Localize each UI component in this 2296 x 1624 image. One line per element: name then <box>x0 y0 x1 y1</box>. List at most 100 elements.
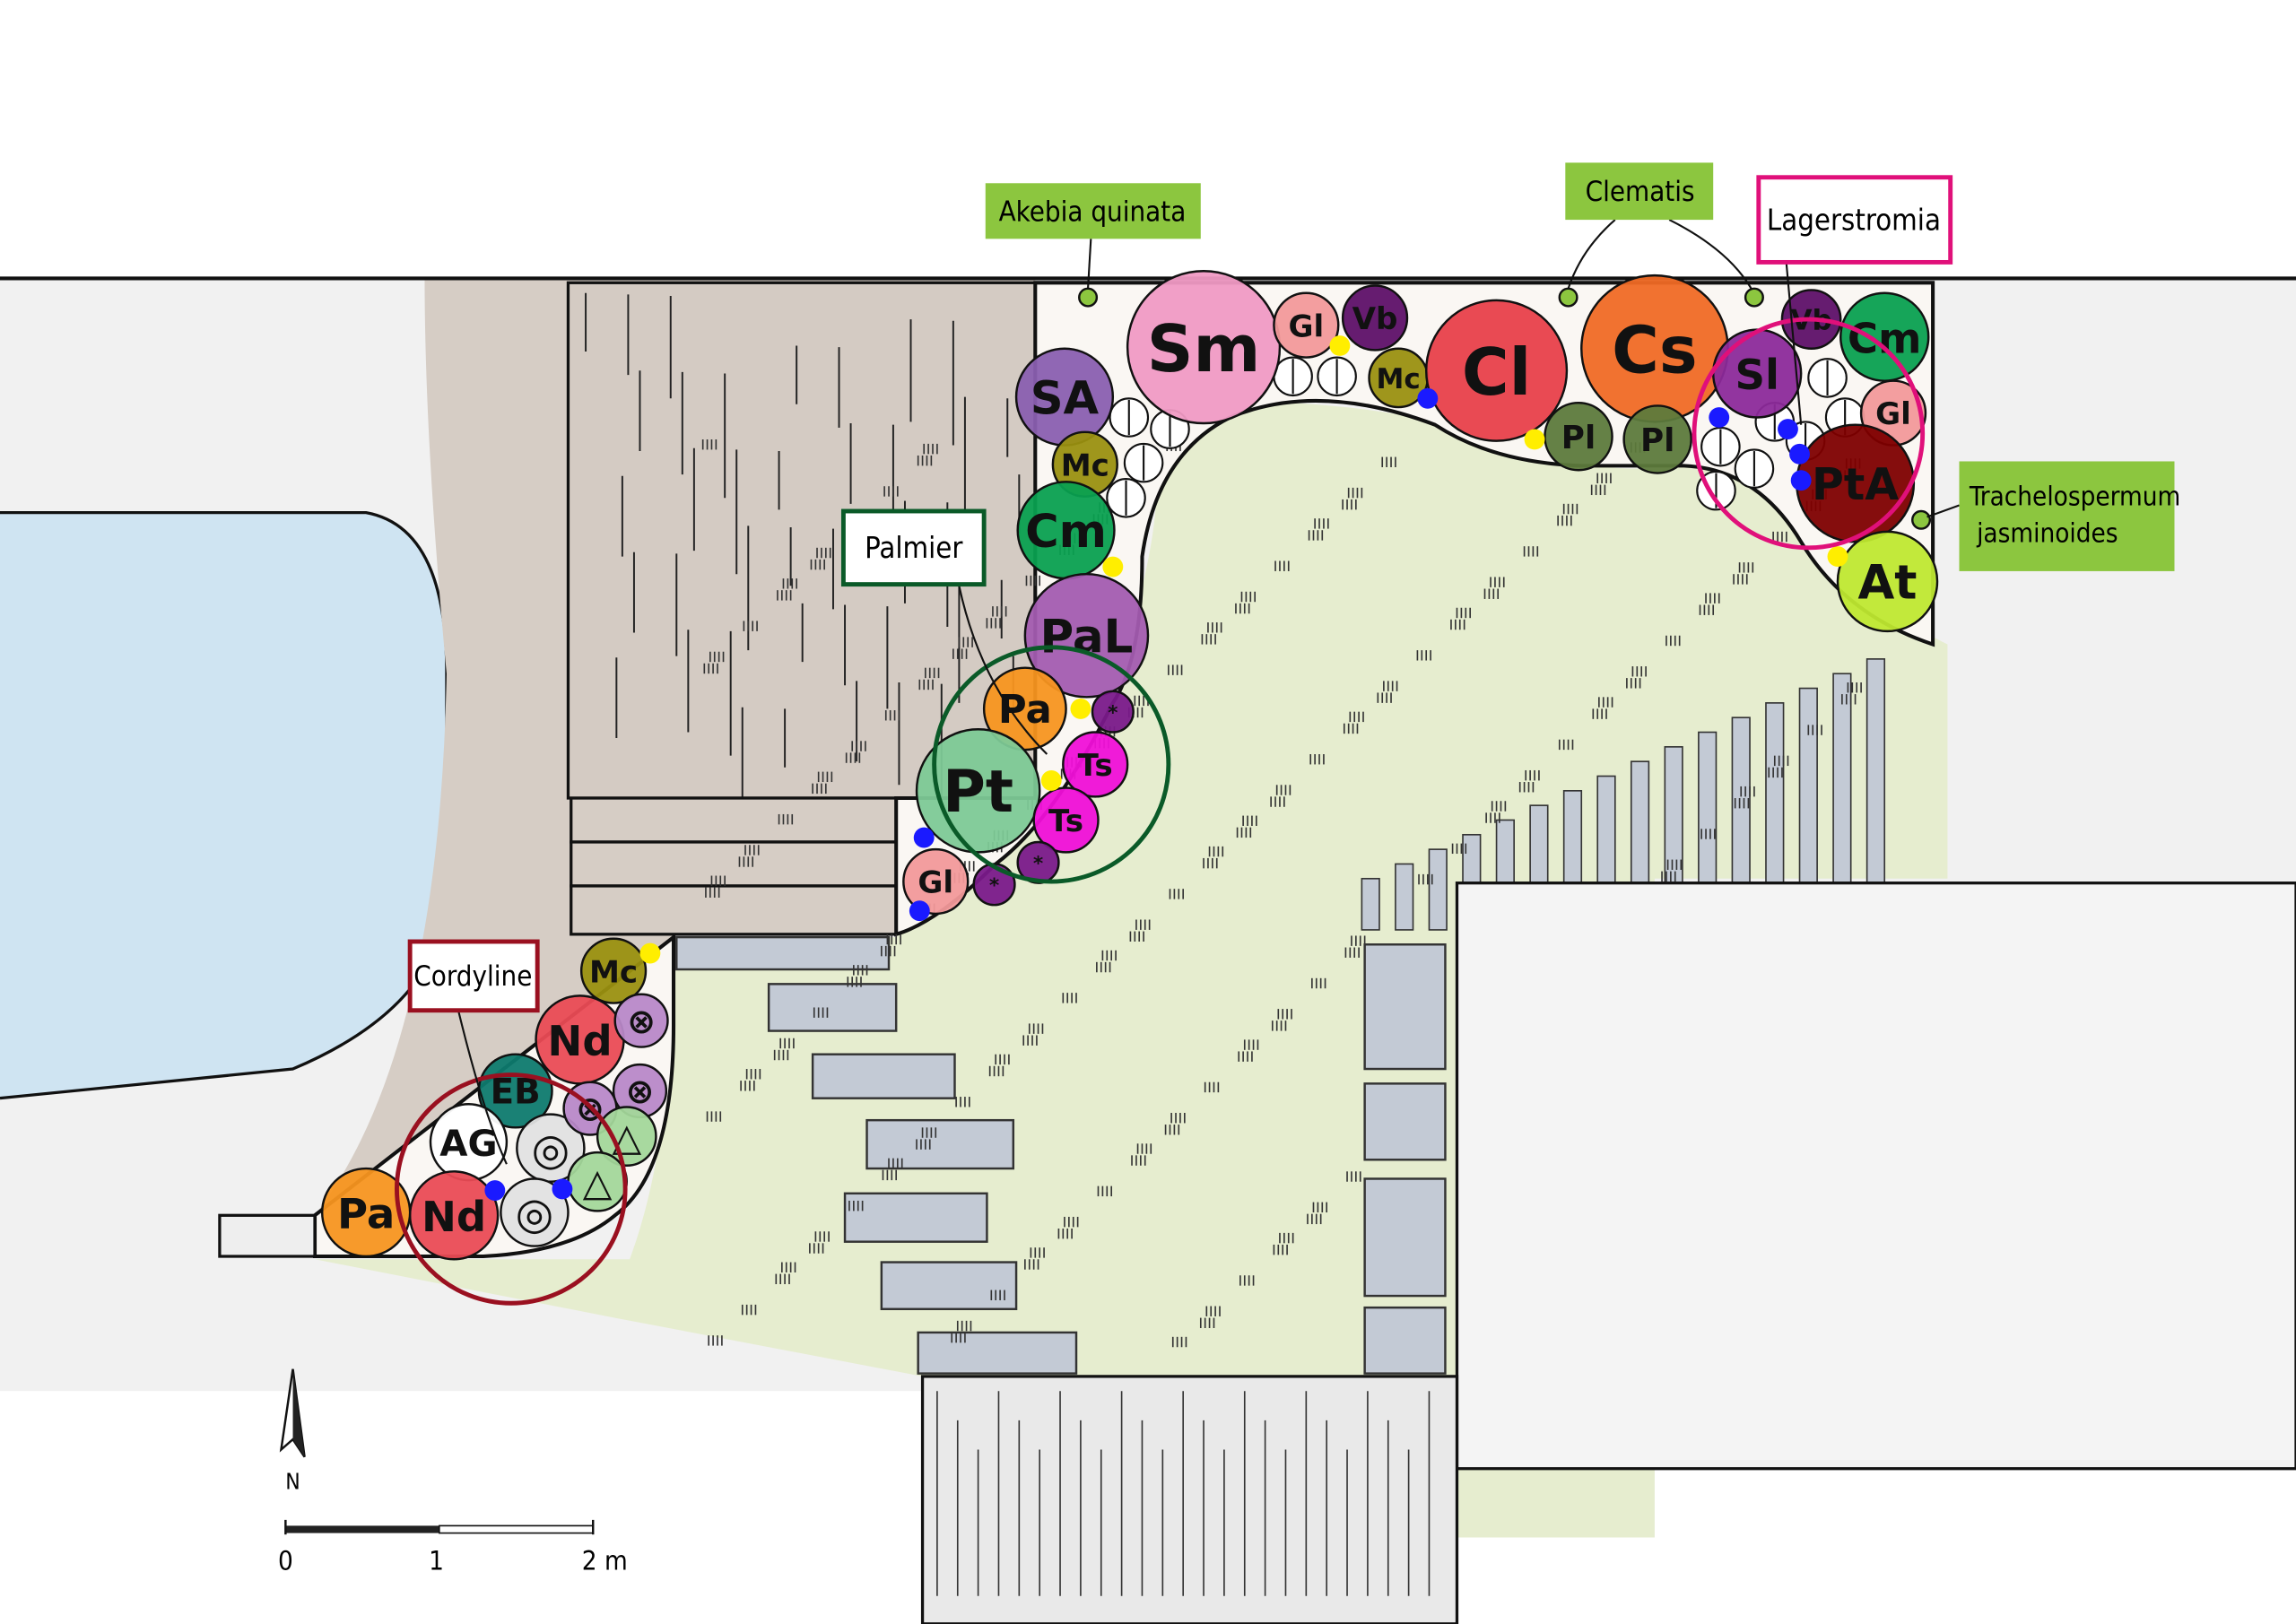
plant-label: Cm <box>1025 505 1107 559</box>
bulb-dot <box>1040 769 1062 791</box>
plant-label: * <box>1108 702 1118 725</box>
bulb-dot <box>1524 429 1545 450</box>
leader-lines <box>457 219 1960 1165</box>
plant-label: Pa <box>337 1190 395 1238</box>
fence-slat <box>1361 877 1380 931</box>
plant-label: Gl <box>1875 396 1911 432</box>
plant-label: Gl <box>918 865 953 901</box>
plant-label: ⊗ <box>627 1003 656 1042</box>
scale-label-2m: 2 m <box>582 1545 628 1576</box>
label-text: Clematis <box>1586 176 1695 208</box>
plant-label: Mc <box>1377 363 1421 395</box>
plant-label: Gl <box>1288 308 1324 344</box>
plant-label: Mc <box>589 954 638 990</box>
plant-sym: ◎ <box>516 1113 586 1183</box>
fence-slat <box>1428 848 1448 931</box>
plant-pl: Pl <box>1622 404 1692 474</box>
pond <box>0 512 447 1099</box>
plant-label: Sm <box>1147 311 1261 386</box>
plant-label: Mc <box>1061 447 1109 483</box>
label-text: Cordyline <box>413 960 532 993</box>
plant-sym: ⊗ <box>612 1063 668 1119</box>
plant-label: Pa <box>998 688 1052 733</box>
plant-label: ◎ <box>516 1188 554 1239</box>
plant-sym: ⊗ <box>613 993 669 1048</box>
label-lagerstromia: Lagerstromia <box>1756 175 1953 265</box>
bulb-dot <box>913 827 935 848</box>
bulb-dot <box>1827 546 1848 568</box>
scale-label-1: 1 <box>429 1545 444 1576</box>
bulb-dot <box>484 1180 506 1201</box>
plant-label: Nd <box>547 1017 612 1065</box>
scale-bar: 0 1 2 m <box>278 1519 628 1576</box>
plant-label: ◎ <box>532 1124 570 1175</box>
plant-label: Ts <box>1078 748 1113 784</box>
plant-label: At <box>1857 555 1917 610</box>
plant-ts: Ts <box>1062 731 1129 798</box>
plant-cm: Cm <box>1839 291 1930 382</box>
plant-ts: Ts <box>1032 786 1100 854</box>
north-arrow: N <box>279 1368 306 1495</box>
plant-mc: Mc <box>579 937 648 1004</box>
plant-label: △ <box>612 1116 641 1159</box>
bulb-dot <box>1417 387 1439 409</box>
plant-label: * <box>989 874 999 897</box>
plant-nd: Nd <box>408 1170 500 1261</box>
label-text: Trachelospermum <box>1969 481 2180 511</box>
climber-markers <box>1078 287 1932 530</box>
plant-eb: EB <box>477 1053 553 1129</box>
label-akebia-quinata: Akebia quinata <box>985 183 1201 239</box>
bulb-dot <box>1778 419 1798 439</box>
plant-sa: SA <box>1014 347 1115 447</box>
bulb-dot <box>1329 335 1351 356</box>
palmier-canopy <box>932 645 1171 884</box>
label-text: Lagerstromia <box>1767 204 1941 238</box>
bulb-dot <box>1070 698 1091 719</box>
bulb-dot <box>1102 556 1124 578</box>
lagerstromia-canopy <box>1692 317 1926 551</box>
bulb-dot <box>552 1178 573 1200</box>
plant-sym: △ <box>567 1151 628 1212</box>
plant-label: Vb <box>1352 301 1398 337</box>
plant-label: Sl <box>1735 351 1779 399</box>
step-1 <box>570 796 898 844</box>
plant-label: Cm <box>1848 314 1922 362</box>
plant-label: Cl <box>1462 334 1531 410</box>
plant-mc: Mc <box>1368 347 1430 409</box>
plant-at: At <box>1836 530 1939 633</box>
plant-cl: Cl <box>1424 299 1569 442</box>
plant-label: Pl <box>1640 422 1674 459</box>
building <box>1455 881 2296 1471</box>
plant-label: Ts <box>1048 803 1083 839</box>
plant-label: AG <box>439 1123 497 1165</box>
plant-pta: PtA <box>1796 423 1916 543</box>
label-text: jasminoides <box>1976 517 2118 548</box>
label-clematis: Clematis <box>1565 162 1714 221</box>
plant-label: ⊗ <box>625 1073 654 1112</box>
bulb-dot <box>1789 443 1810 465</box>
plant-ag: AG <box>429 1102 509 1182</box>
plant-pl: Pl <box>1544 401 1613 472</box>
plant-sym: * <box>1091 690 1135 734</box>
plant-sl: Sl <box>1711 328 1803 419</box>
plant-cs: Cs <box>1580 274 1729 423</box>
plant-label: Pl <box>1561 420 1596 456</box>
plant-label: Cs <box>1612 312 1697 387</box>
plant-pa: Pa <box>982 666 1067 751</box>
plant-mc: Mc <box>1051 430 1118 498</box>
bulb-dot <box>1790 470 1812 491</box>
plant-label: Nd <box>422 1193 486 1241</box>
plant-sym: ◎ <box>500 1177 570 1247</box>
plant-nd: Nd <box>535 994 625 1085</box>
plant-pa: Pa <box>320 1167 412 1258</box>
plant-sm: Sm <box>1126 270 1282 425</box>
cordyline-canopy <box>395 1073 628 1306</box>
plant-vb: Vb <box>1341 284 1409 352</box>
label-cordyline: Cordyline <box>407 939 540 1013</box>
plant-label: △ <box>583 1161 613 1205</box>
step-2 <box>570 840 898 888</box>
bulb-dot <box>909 900 930 922</box>
plant-gl: Gl <box>902 847 970 916</box>
